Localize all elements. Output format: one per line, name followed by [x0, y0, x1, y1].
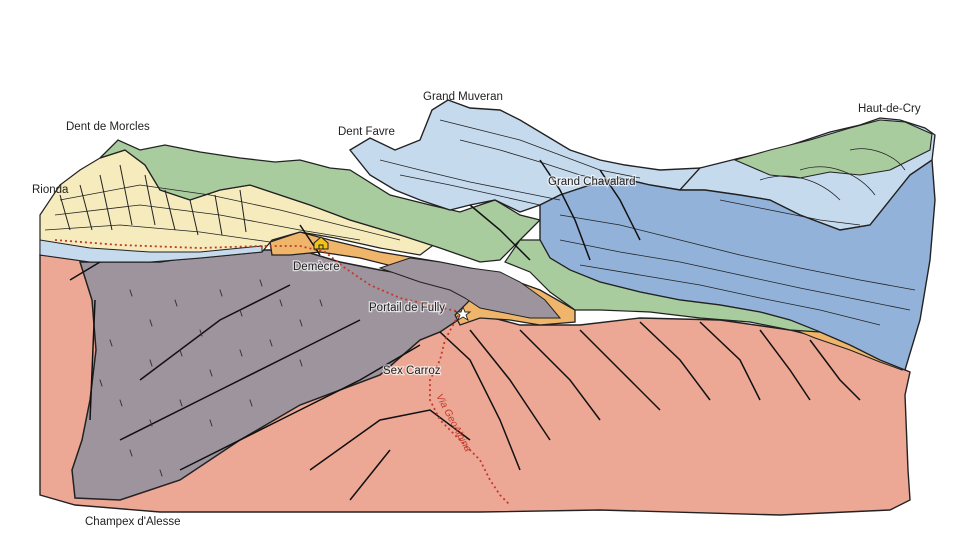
strata-lines [44, 119, 916, 326]
grey-unit-fully [378, 257, 562, 319]
green-cap-cry [733, 119, 933, 179]
label-sex-carroz: Sex Carroz [383, 365, 441, 377]
label-demecre: Demècre [293, 261, 340, 273]
green-unit-west [99, 139, 542, 263]
green-unit-east [504, 239, 821, 333]
label-grand-muveran: Grand Muveran [423, 91, 503, 103]
label-dent-favre: Dent Favre [338, 126, 395, 138]
label-champex-dalesse: Champex d'Alesse [85, 516, 181, 528]
light-blue-strip-west [39, 239, 263, 263]
label-dent-de-morcles: Dent de Morcles [66, 121, 150, 133]
label-rionda: Rionda [32, 184, 69, 196]
label-haut-de-cry: Haut-de-Cry [858, 103, 921, 115]
cliff-ticks [59, 164, 247, 236]
label-portail-de-fully: Portail de Fully [369, 302, 445, 314]
grey-texture [99, 279, 323, 477]
fault-lines [69, 159, 861, 501]
grey-unit [71, 249, 521, 501]
label-grand-chavalard: Grand Chavalard [548, 176, 636, 188]
star-icon [454, 305, 472, 322]
house-icon [313, 236, 329, 250]
